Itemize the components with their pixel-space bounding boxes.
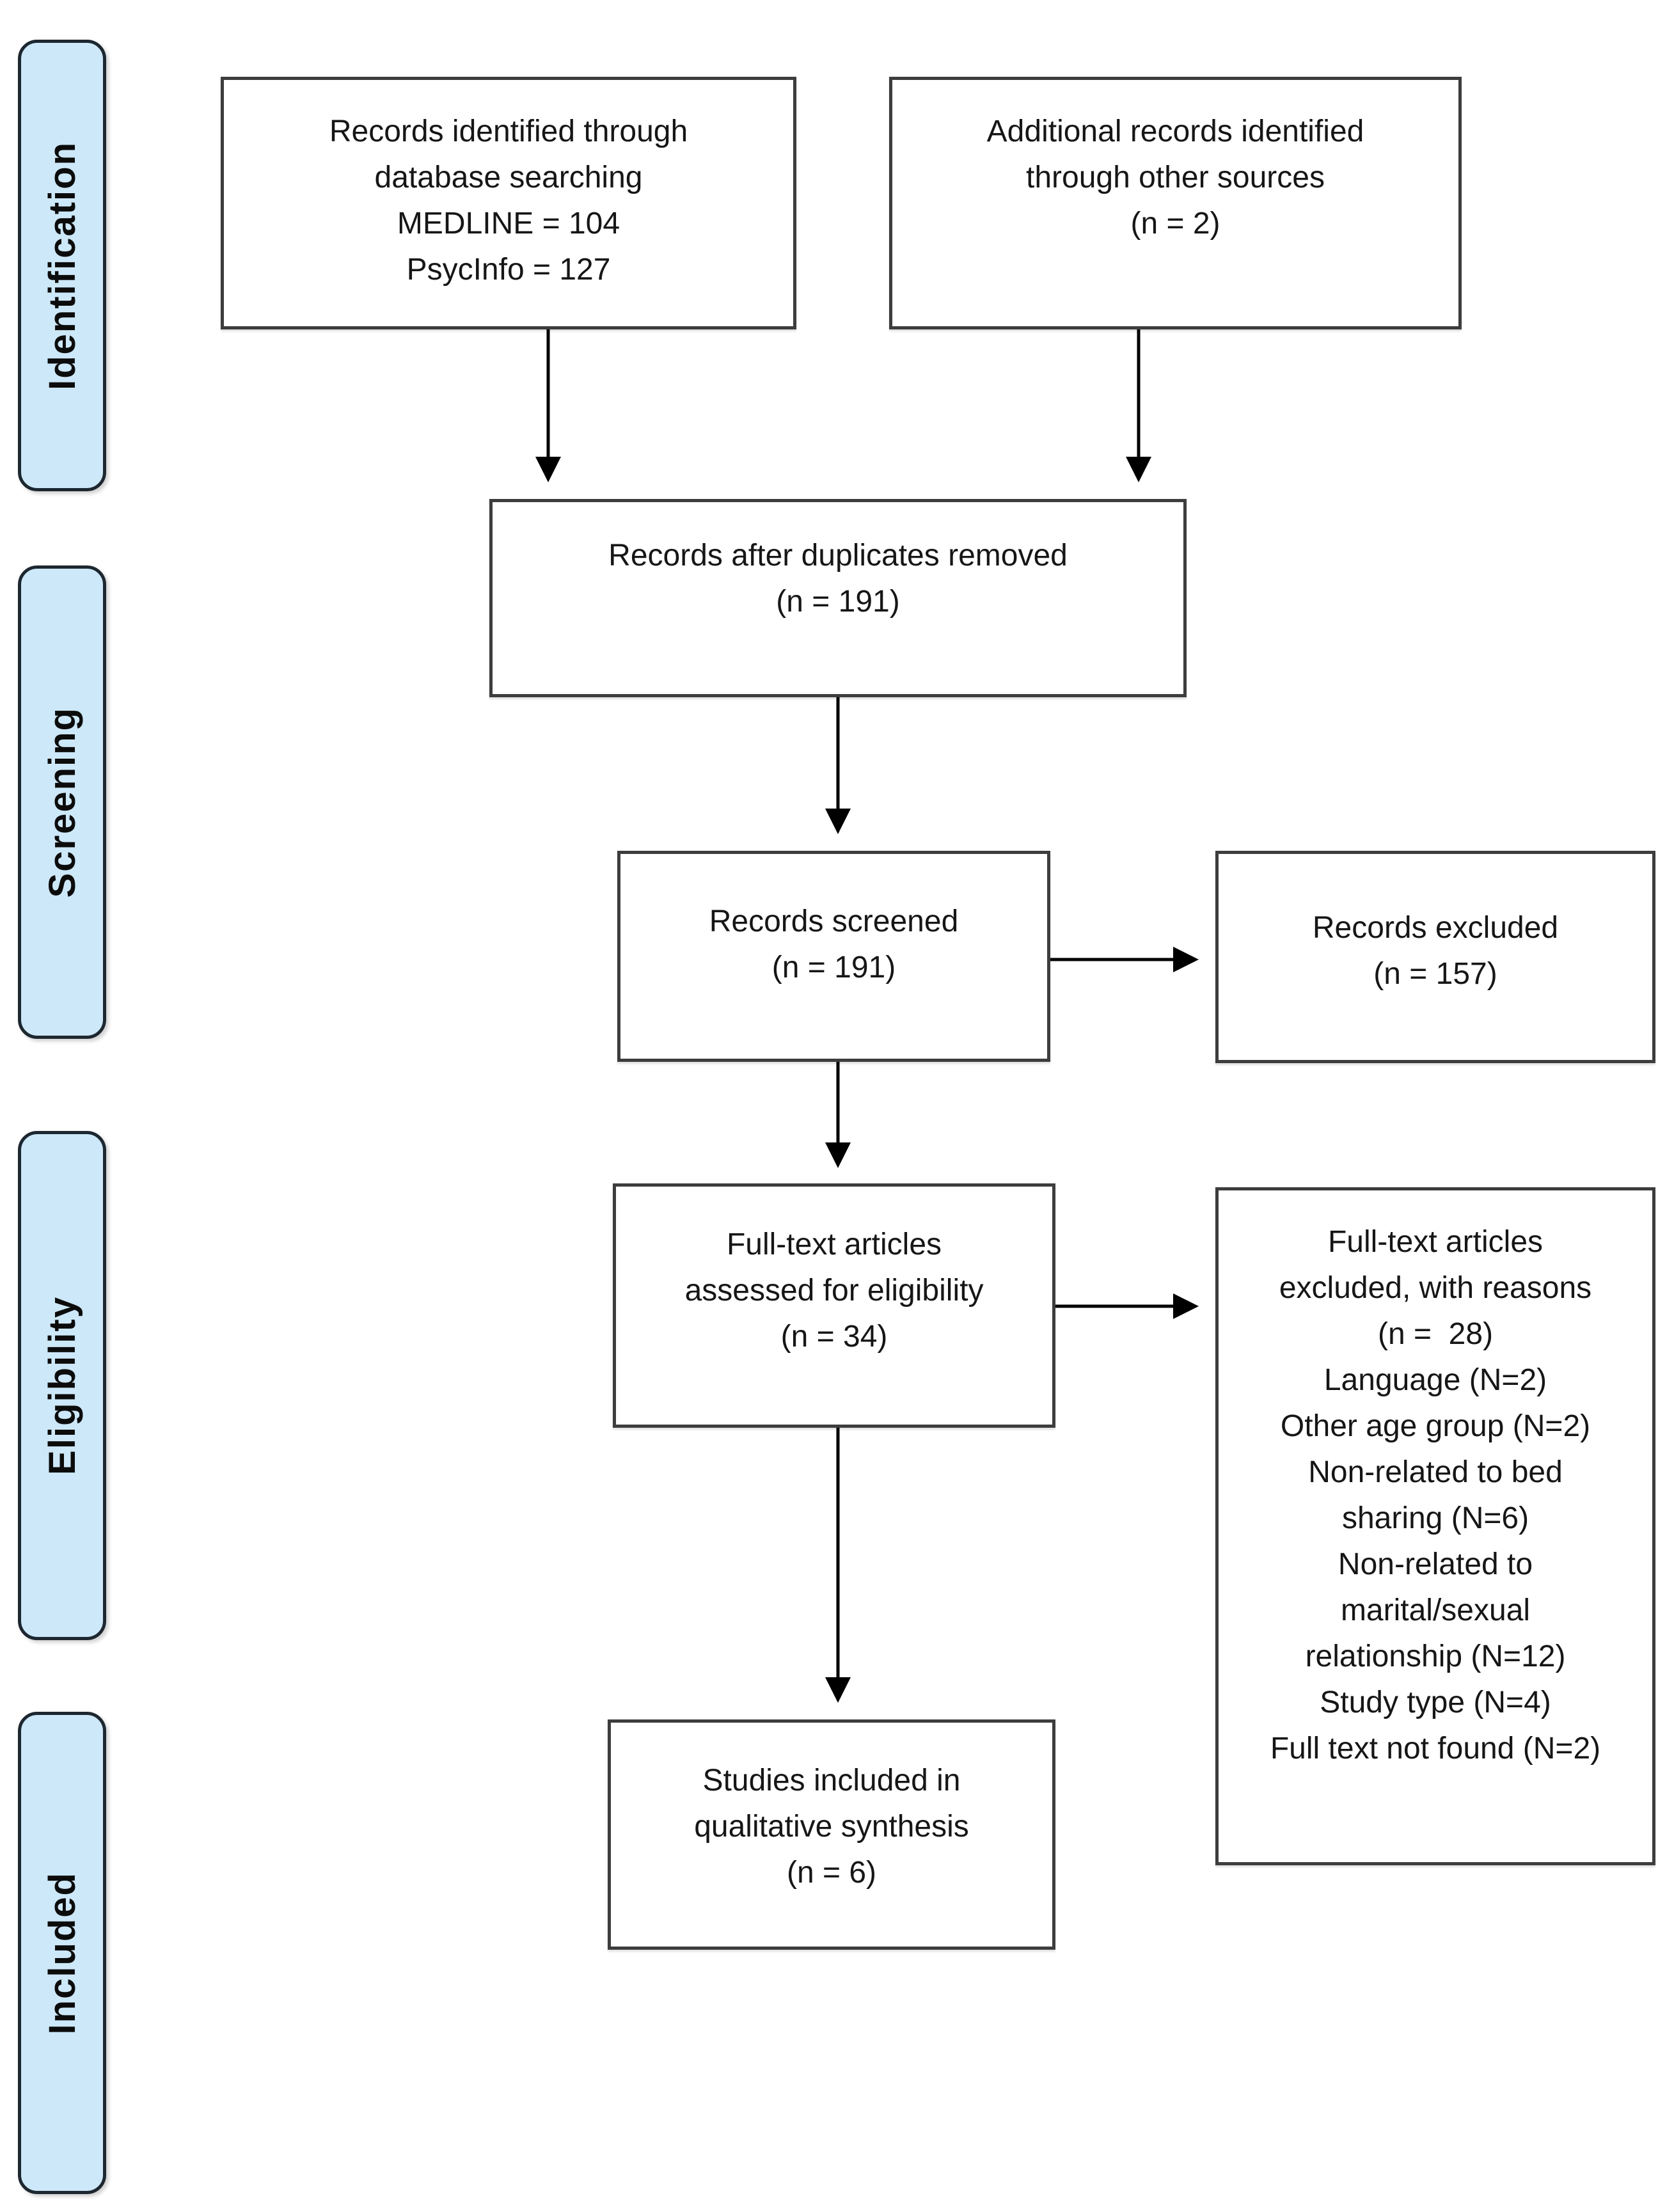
box-text-line: MEDLINE = 104 (397, 207, 620, 241)
box-text-line: assessed for eligibility (684, 1274, 984, 1307)
box-additional-records: Additional records identified through ot… (889, 77, 1462, 329)
box-text-line: (n = 6) (786, 1856, 877, 1890)
box-text-line: (n = 191) (771, 951, 896, 984)
stage-label-text: Screening (41, 706, 83, 898)
box-records-identified: Records identified through database sear… (221, 77, 796, 329)
box-text-line: (n = 2) (1130, 207, 1220, 241)
box-duplicates-removed: Records after duplicates removed (n = 19… (489, 499, 1187, 697)
box-fulltext-assessed: Full-text articles assessed for eligibil… (613, 1183, 1055, 1428)
box-text-line: Other age group (N=2) (1280, 1409, 1591, 1443)
box-text-line: Additional records identified (986, 115, 1364, 148)
box-text-line: qualitative synthesis (694, 1810, 969, 1844)
box-text-line: Language (N=2) (1323, 1363, 1547, 1397)
box-fulltext-excluded-reasons: Full-text articles excluded, with reason… (1215, 1187, 1655, 1865)
stage-label-text: Eligibility (41, 1296, 83, 1475)
box-records-excluded: Records excluded (n = 157) (1215, 851, 1655, 1063)
box-text-line: marital/sexual (1340, 1593, 1531, 1627)
box-text-line: excluded, with reasons (1279, 1271, 1592, 1305)
box-text-line: (n = 28) (1377, 1317, 1494, 1351)
stage-label-included: Included (18, 1712, 106, 2194)
box-text-line: Non-related to bed (1308, 1455, 1563, 1489)
box-text-line: PsycInfo = 127 (406, 253, 611, 287)
stage-label-eligibility: Eligibility (18, 1131, 106, 1640)
box-records-screened: Records screened (n = 191) (617, 851, 1050, 1062)
box-text-line: database searching (374, 161, 643, 194)
box-text-line: (n = 157) (1373, 957, 1497, 991)
box-text-line: sharing (N=6) (1341, 1501, 1529, 1535)
box-text-line: Studies included in (702, 1764, 961, 1797)
box-text-line: Non-related to (1338, 1547, 1533, 1581)
box-text-line: through other sources (1026, 161, 1325, 194)
stage-label-text: Included (41, 1871, 83, 2035)
box-studies-included: Studies included in qualitative synthesi… (608, 1719, 1055, 1950)
stage-label-text: Identification (41, 141, 83, 390)
box-text-line: Records identified through (329, 115, 688, 148)
stage-label-identification: Identification (18, 40, 106, 491)
box-text-line: Records screened (709, 905, 959, 938)
box-text-line: (n = 34) (780, 1320, 888, 1354)
box-text-line: relationship (N=12) (1305, 1639, 1566, 1673)
box-text-line: Records excluded (1312, 911, 1559, 945)
box-text-line: (n = 191) (776, 585, 900, 619)
box-text-line: Records after duplicates removed (608, 539, 1068, 573)
box-text-line: Full text not found (N=2) (1270, 1732, 1601, 1766)
box-text-line: Full-text articles (726, 1228, 942, 1261)
stage-label-screening: Screening (18, 565, 106, 1039)
box-text-line: Study type (N=4) (1320, 1686, 1551, 1719)
box-text-line: Full-text articles (1327, 1225, 1544, 1259)
